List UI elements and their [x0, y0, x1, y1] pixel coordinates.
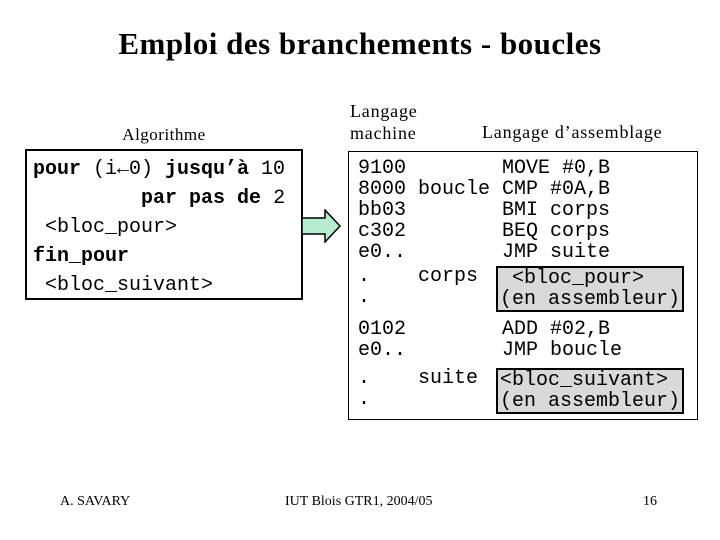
machine-code: 0102 [358, 318, 407, 341]
algorithm-box: pour (i←0) jusqu’à 10 par pas de 2 <bloc… [25, 149, 303, 300]
algorithm-text-segment: 2 [261, 187, 286, 210]
assembly-instruction: JMP suite [502, 241, 611, 264]
machine-code-row: 9100 MOVE #0,B [358, 158, 697, 179]
assembly-language-heading: Langage d’assemblage [482, 122, 663, 142]
machine-heading-line2: machine [350, 123, 417, 143]
assembly-instruction: JMP boucle [502, 339, 623, 362]
algorithm-line: par pas de 2 [33, 184, 301, 213]
algorithm-text-segment: jusqu’à [165, 158, 250, 181]
assembler-block-line: (en assembleur) [500, 390, 681, 413]
branch-label: corps [418, 265, 479, 288]
machine-block-row: . . suite <bloc_suivant>(en assembleur) [358, 368, 697, 414]
assembly-instruction: BEQ corps [502, 220, 611, 243]
assembler-block-box: <bloc_pour>(en assembleur) [496, 266, 685, 312]
footer-author: A. SAVARY [60, 494, 131, 509]
machine-code: . . [358, 367, 371, 411]
right-arrow-icon [301, 209, 341, 243]
algorithm-text-segment: <bloc_pour> [33, 216, 178, 239]
machine-code: e0.. [358, 339, 407, 362]
machine-heading-line1: Langage [350, 101, 418, 121]
assembly-instruction: ADD #02,B [502, 318, 611, 341]
footer-page-number: 16 [643, 494, 657, 509]
machine-code: 9100 [358, 157, 407, 180]
machine-code-row: c302 BEQ corps [358, 221, 697, 242]
assembly-instruction: MOVE #0,B [502, 157, 611, 180]
algorithm-heading: Algorithme [122, 125, 206, 144]
assembler-block-box: <bloc_suivant>(en assembleur) [496, 368, 685, 414]
machine-code-row: 0102 ADD #02,B [358, 319, 697, 340]
machine-code: 8000 [358, 178, 407, 201]
algorithm-text-segment: <bloc_suivant> [33, 274, 214, 297]
machine-language-heading: Langage machine [350, 100, 418, 144]
algorithm-text-segment [33, 187, 141, 210]
machine-code: e0.. [358, 241, 407, 264]
algorithm-line: <bloc_suivant> [33, 271, 301, 300]
branch-label: boucle [418, 178, 491, 201]
algorithm-line: pour (i←0) jusqu’à 10 [33, 155, 301, 184]
machine-code: c302 [358, 220, 407, 243]
assembler-block-line: (en assembleur) [500, 288, 681, 311]
algorithm-text-segment: 10 [249, 158, 286, 181]
algorithm-text-segment: par pas de [141, 187, 262, 210]
assembler-block-line: <bloc_suivant> [500, 369, 669, 392]
algorithm-text-segment: fin_pour [33, 245, 130, 268]
algorithm-line: fin_pour [33, 242, 301, 271]
machine-code-row: e0.. JMP boucle [358, 340, 697, 361]
machine-code-row: bb03 BMI corps [358, 200, 697, 221]
machine-code-row: e0.. JMP suite [358, 242, 697, 263]
machine-code: bb03 [358, 199, 407, 222]
machine-code-row: 8000 boucle CMP #0A,B [358, 179, 697, 200]
machine-block-row: . . corps <bloc_pour>(en assembleur) [358, 266, 697, 312]
machine-code-box: 9100 MOVE #0,B 8000 boucle CMP #0A,B bb03 BMI … [348, 151, 698, 420]
footer-course: IUT Blois GTR1, 2004/05 [285, 494, 433, 509]
algorithm-text-segment: (i←0) [81, 158, 166, 181]
algorithm-text-segment: pour [33, 158, 82, 181]
algorithm-line: <bloc_pour> [33, 213, 301, 242]
assembler-block-line: <bloc_pour> [500, 267, 645, 290]
slide-title: Emploi des branchements - boucles [118, 26, 602, 61]
assembly-instruction: CMP #0A,B [502, 178, 611, 201]
assembly-instruction: BMI corps [502, 199, 611, 222]
machine-code: . . [358, 265, 371, 309]
branch-label: suite [418, 367, 479, 390]
